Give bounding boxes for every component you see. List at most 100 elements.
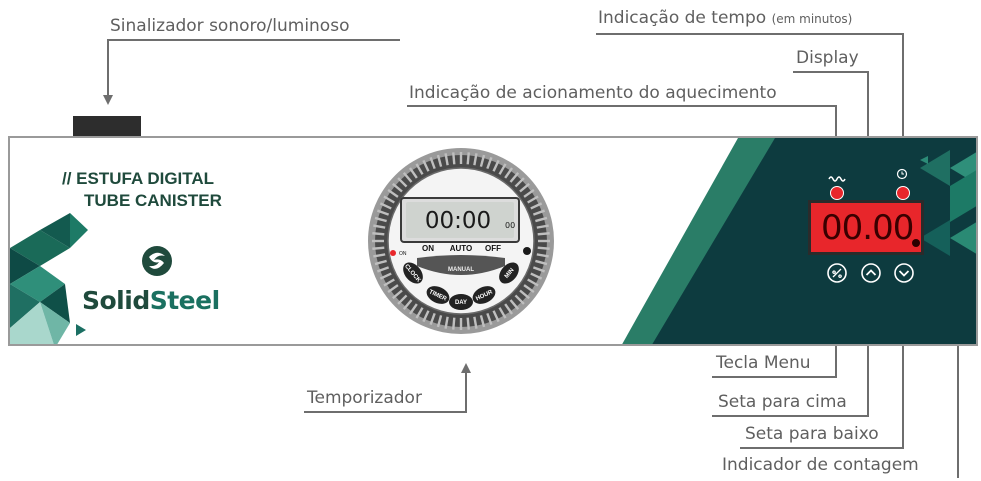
dial-tick [473,316,478,329]
dial-tick [535,216,548,223]
callout-seta-cima: Seta para cima [718,392,847,412]
dial-tick [387,188,399,198]
dial-tick [479,154,486,167]
dial-tick [436,154,443,167]
dial-tick [492,310,500,323]
dial-tick [373,224,386,229]
dial-tick [408,167,418,179]
dial-tick [527,195,539,204]
timer-mode-auto: AUTO [450,244,473,253]
dial-tick [498,163,507,175]
dial-tick [527,278,539,287]
callout-tempo-main: Indicação de tempo [598,8,767,28]
brand-title: // ESTUFA DIGITAL TUBE CANISTER [62,168,222,212]
dial-tick [509,299,520,310]
dial-tick [509,172,520,183]
dial-tick [532,266,546,273]
dial-tick [535,259,548,266]
dial-tick [504,167,514,179]
timer-btn-day: DAY [455,300,467,306]
seta-baixo-line [740,299,908,449]
dial-tick [372,232,385,236]
dial-tick [397,177,408,188]
dial-tick [415,307,424,319]
dial-tick [537,246,550,250]
left-pattern [10,213,88,344]
counting-indicator-dot [912,239,920,247]
tempo-line [596,33,908,155]
dial-tick [374,259,387,266]
dial-tick [402,172,413,183]
dial-tick [372,246,385,250]
dial-tick [452,152,456,165]
sinalizador-line [103,39,400,105]
dial-tick [415,163,424,175]
brand-title-line1: // ESTUFA DIGITAL [62,169,215,188]
dial-tick [373,253,386,258]
dial-tick [429,156,436,170]
timer-mode-on: ON [422,244,434,253]
timer-manual-label: MANUAL [448,267,474,273]
solidsteel-logo-icon [142,246,172,276]
dial-tick [436,315,443,328]
signaller-buzzer [73,116,141,138]
dial-tick [492,159,500,172]
callout-sinalizador: Sinalizador sonoro/luminoso [110,16,350,36]
arrow-down-button[interactable] [893,262,915,284]
temporizador-line [304,363,471,413]
timer-dial[interactable]: 00:00 00 ON AUTO OFF MANUAL ON CLOCK TIM… [366,146,556,336]
dial-tick [402,299,413,310]
dial-tick [519,182,530,193]
dial-tick [444,316,449,329]
dial-tick [473,153,478,166]
timer-btn-min: MIN [504,268,516,280]
dial-tick [422,159,430,172]
dial-tick [452,317,456,330]
dial-tick [376,266,390,273]
dial-tick [429,312,436,326]
dial-tick [376,209,390,216]
dial-tick [486,312,493,326]
timer-time: 00:00 [425,208,491,234]
dial-tick [532,209,546,216]
menu-key-button[interactable] [826,262,848,284]
dial-tick [466,152,470,165]
dial-tick [486,156,493,170]
heating-wave-icon [828,176,846,182]
dial-tick [504,303,514,315]
brand-title-line2: TUBE CANISTER [84,191,222,210]
dial-tick [523,188,535,198]
timer-mode-off: OFF [485,244,501,253]
callout-tempo-unit: (em minutos) [771,12,853,26]
device-panel: // ESTUFA DIGITAL TUBE CANISTER SolidSte… [8,136,978,346]
brand-name-part1: Solid [82,286,150,315]
callout-tecla-menu: Tecla Menu [716,353,811,373]
dial-tick [537,232,550,236]
dial-tick [479,315,486,328]
controller-display-value: 00.00 [821,208,914,248]
arrow-up-button[interactable] [860,262,882,284]
dial-tick [422,310,430,323]
callout-tempo: Indicação de tempo (em minutos) [598,8,852,29]
dial-tick [383,195,395,204]
dial-tick [514,177,525,188]
brand-name: SolidSteel [82,286,220,315]
callout-seta-baixo: Seta para baixo [745,424,879,444]
time-led [896,186,910,200]
aquecimento-line [407,105,841,155]
dial-tick [392,182,403,193]
brand-name-part2: Steel [149,286,220,315]
dial-tick [519,289,530,300]
controller-background [622,138,976,344]
dial-tick [514,294,525,305]
heating-led [830,186,844,200]
timer-led-label: ON [399,251,407,257]
dial-tick [379,202,392,210]
dial-tick [392,289,403,300]
clock-icon [896,168,908,180]
callout-indicador-contagem: Indicador de contagem [722,455,919,475]
controller-display: 00.00 [808,200,924,255]
dial-tick [466,317,470,330]
dial-tick [383,278,395,287]
dial-tick [387,284,399,294]
